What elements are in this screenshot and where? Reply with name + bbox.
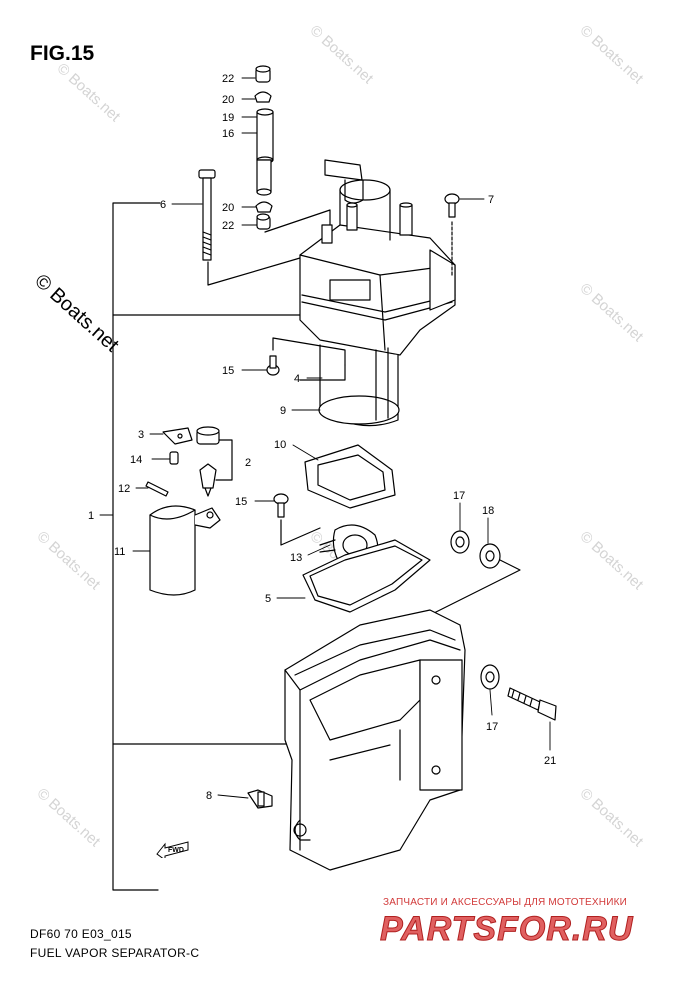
fwd-label: FWD <box>168 847 184 854</box>
part-4-vapor-separator-body <box>299 159 456 356</box>
leader-line <box>264 209 331 233</box>
callout-15: 15 <box>235 496 247 508</box>
part-8-fitting <box>247 789 273 809</box>
part-21-bolt <box>507 687 557 721</box>
callout-15: 15 <box>222 365 234 377</box>
callout-10: 10 <box>274 439 286 451</box>
callout-12: 12 <box>118 483 130 495</box>
callout-13: 13 <box>290 552 302 564</box>
callout-6: 6 <box>160 199 166 211</box>
part-6-long-bolt <box>198 169 216 261</box>
callout-16: 16 <box>222 128 234 140</box>
callout-leaders <box>99 77 551 799</box>
part-14-pin <box>169 451 179 465</box>
callout-7: 7 <box>488 194 494 206</box>
part-17-washer <box>450 530 470 554</box>
part-3-bracket <box>162 427 193 445</box>
callout-22: 22 <box>222 73 234 85</box>
part-15-screw <box>266 355 280 376</box>
part-18-grommet <box>479 543 501 569</box>
callout-3: 3 <box>138 429 144 441</box>
part-22-cap <box>256 213 271 230</box>
part-2-needle-valve <box>196 426 220 497</box>
part-11-float <box>149 505 221 596</box>
leader-line <box>280 519 321 546</box>
callout-2: 2 <box>245 457 251 469</box>
part-10-gasket <box>304 444 396 509</box>
part-22-cap <box>255 65 271 83</box>
callout-19: 19 <box>222 112 234 124</box>
callout-14: 14 <box>130 454 142 466</box>
part-20-clip <box>254 91 272 103</box>
leader-line <box>215 439 233 481</box>
part-9-filter-cup <box>299 344 400 427</box>
callout-21: 21 <box>544 755 556 767</box>
callout-8: 8 <box>206 790 212 802</box>
figure-title: FIG.15 <box>30 42 95 65</box>
part-19-16-hose <box>256 108 274 196</box>
callout-9: 9 <box>280 405 286 417</box>
callout-17: 17 <box>453 490 465 502</box>
part-15-screw <box>273 493 289 518</box>
callout-5: 5 <box>265 593 271 605</box>
leader-line <box>272 337 346 366</box>
callout-20: 20 <box>222 202 234 214</box>
part-5-gasket <box>302 539 431 613</box>
forward-arrow-icon: FWD <box>156 841 189 858</box>
diagram-name: FUEL VAPOR SEPARATOR-C <box>30 946 200 960</box>
part-17-washer <box>480 664 500 690</box>
callout-11: 11 <box>114 546 125 558</box>
callout-1: 1 <box>88 510 94 522</box>
part-20-clip <box>255 201 273 213</box>
bracket-line-1 <box>112 202 161 891</box>
callout-4: 4 <box>294 373 300 385</box>
callout-17: 17 <box>486 721 498 733</box>
part-7-screw <box>444 193 460 218</box>
leader-line <box>429 559 521 616</box>
callout-18: 18 <box>482 505 494 517</box>
callout-20: 20 <box>222 94 234 106</box>
brand-tagline: ЗАПЧАСТИ И АКСЕССУАРЫ ДЛЯ МОТОТЕХНИКИ <box>383 897 628 908</box>
part-12-pin <box>145 481 169 497</box>
brand-logo: PARTSFOR.RU <box>379 910 634 949</box>
callout-22: 22 <box>222 220 234 232</box>
diagram-code: DF60 70 E03_015 <box>30 927 132 941</box>
part-1-housing <box>284 609 466 871</box>
leader-line <box>207 257 301 286</box>
